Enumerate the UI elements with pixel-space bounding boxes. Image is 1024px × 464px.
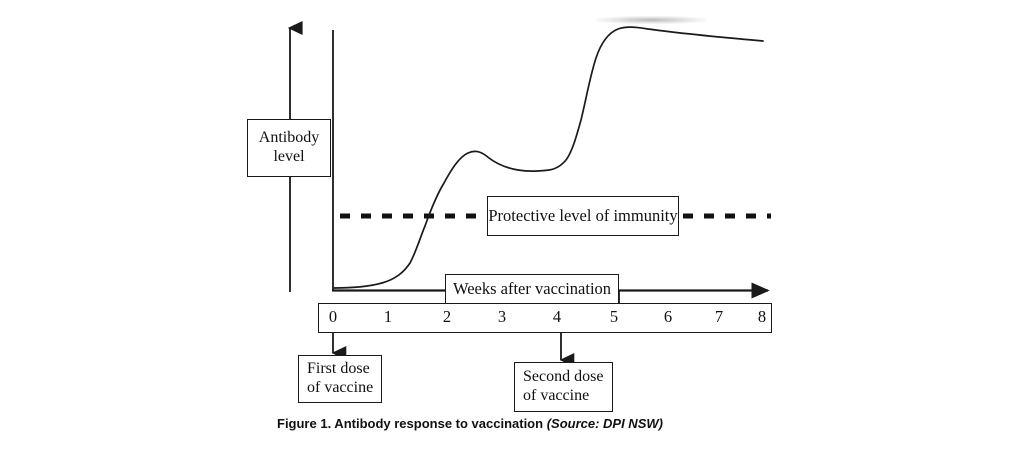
second-dose-label: Second dose of vaccine — [514, 362, 613, 412]
week-tick-7: 7 — [714, 307, 724, 326]
week-tick-2: 2 — [442, 307, 452, 326]
week-tick-3: 3 — [497, 307, 507, 326]
antibody-level-label: Antibody level — [247, 119, 331, 177]
first-dose-line2: of vaccine — [307, 379, 374, 396]
first-dose-line1: First dose — [307, 360, 370, 378]
scan-artifact-smudge — [596, 16, 706, 24]
protective-level-text: Protective level of immunity — [488, 206, 678, 226]
antibody-response-curve — [333, 26, 764, 289]
antibody-level-line1: Antibody — [258, 129, 320, 147]
protective-level-label: Protective level of immunity — [487, 196, 679, 236]
week-tick-8: 8 — [757, 307, 767, 326]
week-tick-1: 1 — [383, 307, 393, 326]
weeks-axis-text: Weeks after vaccination — [452, 279, 612, 299]
figure-caption-source: (Source: DPI NSW) — [546, 416, 663, 431]
figure-caption: Figure 1. Antibody response to vaccinati… — [277, 416, 663, 431]
week-scale-strip: 0 1 2 3 4 5 6 7 8 — [318, 303, 772, 333]
figure-caption-main: Figure 1. Antibody response to vaccinati… — [277, 416, 547, 431]
second-dose-line1: Second dose — [523, 368, 604, 386]
first-dose-label: First dose of vaccine — [298, 355, 382, 403]
second-dose-line2: of vaccine — [523, 387, 590, 404]
week-tick-0: 0 — [328, 307, 338, 326]
week-tick-6: 6 — [663, 307, 673, 326]
week-tick-5: 5 — [609, 307, 619, 326]
week-tick-4: 4 — [552, 307, 562, 326]
x-axis-title-label: Weeks after vaccination — [445, 274, 619, 304]
antibody-level-line2: level — [273, 148, 305, 165]
